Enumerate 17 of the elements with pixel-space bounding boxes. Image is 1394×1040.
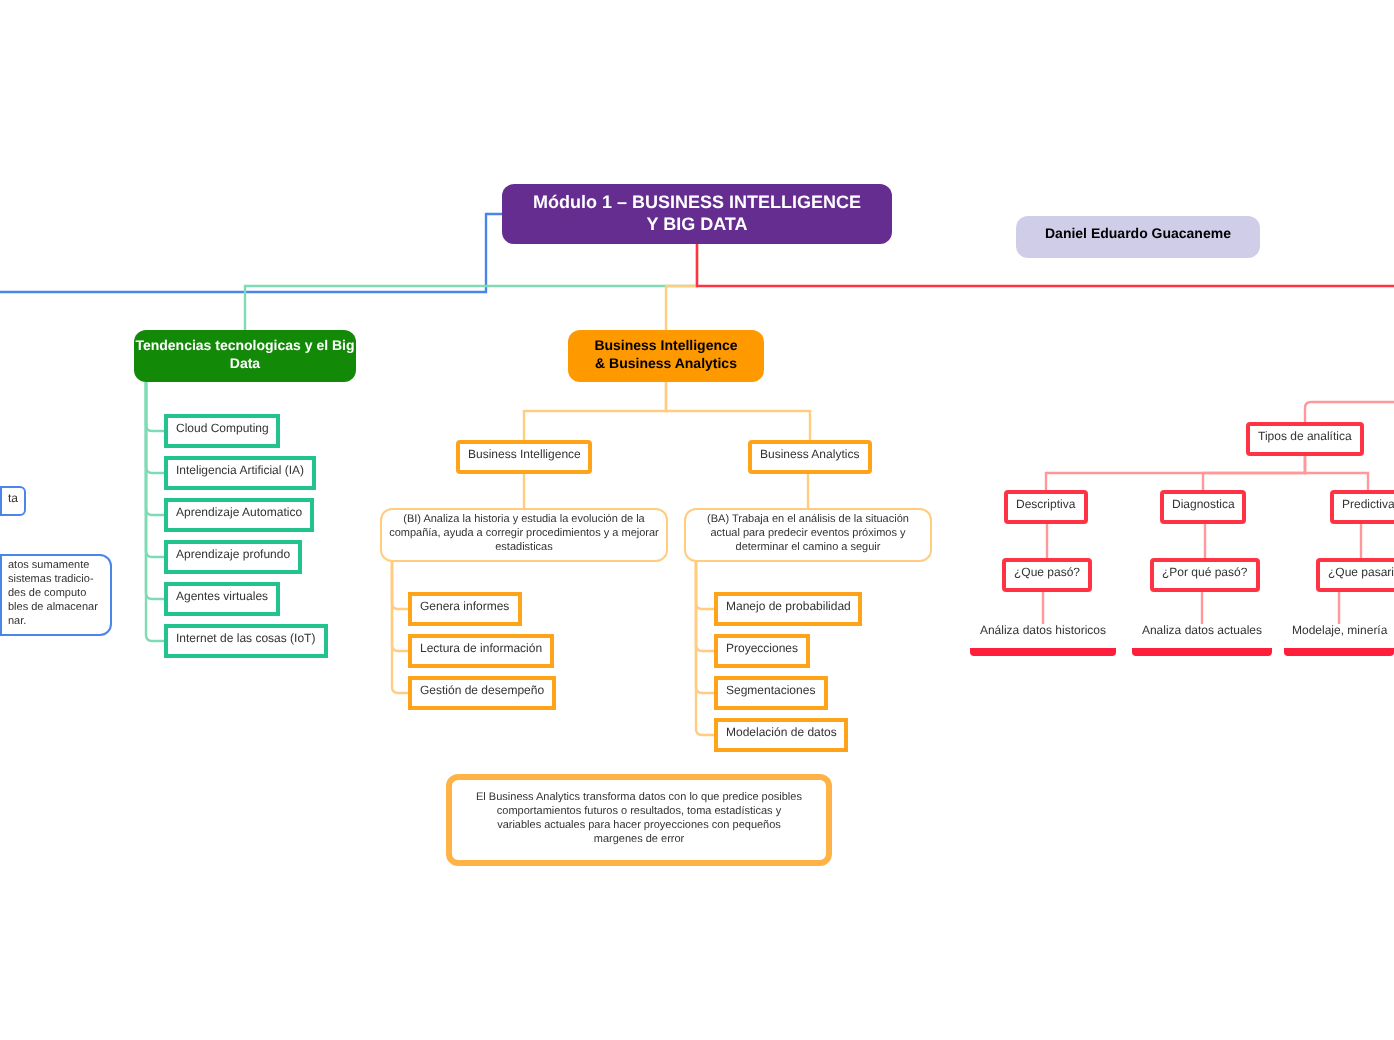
connector-line	[695, 244, 1394, 288]
connector-line	[1359, 524, 1363, 558]
connector-line	[522, 474, 526, 508]
connector-line	[806, 474, 810, 508]
connector-line	[0, 212, 502, 294]
connector-line	[694, 562, 714, 737]
connector-line	[1303, 456, 1370, 490]
connector-line	[1203, 524, 1207, 558]
connector-line	[1337, 592, 1341, 624]
connector-line	[1041, 592, 1045, 624]
connector-line	[664, 382, 812, 440]
connector-line	[1045, 524, 1049, 558]
root-topic-box: Módulo 1 – BUSINESS INTELLIGENCE Y BIG DATA	[502, 184, 892, 244]
connector-line	[1303, 400, 1394, 422]
connector-line	[390, 562, 408, 695]
connector-line	[1200, 592, 1204, 624]
connector-line	[144, 382, 164, 643]
